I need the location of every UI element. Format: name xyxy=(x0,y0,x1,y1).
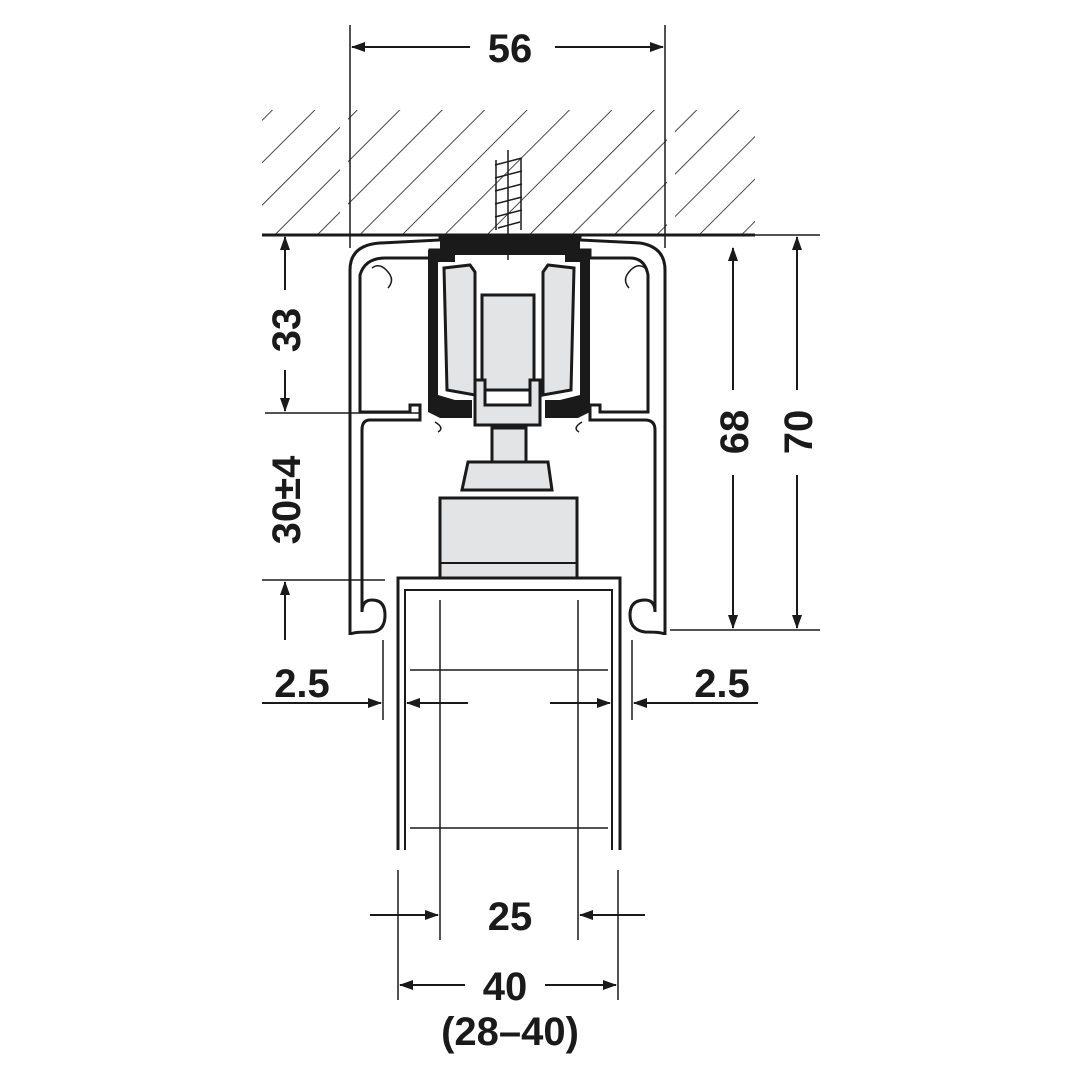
dim-left-gap: 2.5 xyxy=(274,662,330,706)
right-roller xyxy=(541,263,576,397)
door-profile xyxy=(396,576,622,940)
dim-inner-width: 25 xyxy=(488,895,533,939)
dim-track-width: 56 xyxy=(488,27,533,71)
dim-door-thickness-range: (28–40) xyxy=(441,1010,579,1054)
hanger-block xyxy=(438,496,579,582)
track-profile xyxy=(348,236,667,636)
dim-lower-height: 30±4 xyxy=(265,455,309,544)
roller-axle xyxy=(480,293,536,392)
dim-total-height: 70 xyxy=(777,410,821,455)
left-roller xyxy=(442,263,477,397)
dim-right-gap: 2.5 xyxy=(694,662,750,706)
dim-inner-height: 68 xyxy=(713,410,757,455)
dim-door-thickness: 40 xyxy=(483,965,528,1009)
dim-upper-height: 33 xyxy=(265,308,309,353)
nut xyxy=(460,460,554,492)
dimension-lines xyxy=(262,25,820,1000)
